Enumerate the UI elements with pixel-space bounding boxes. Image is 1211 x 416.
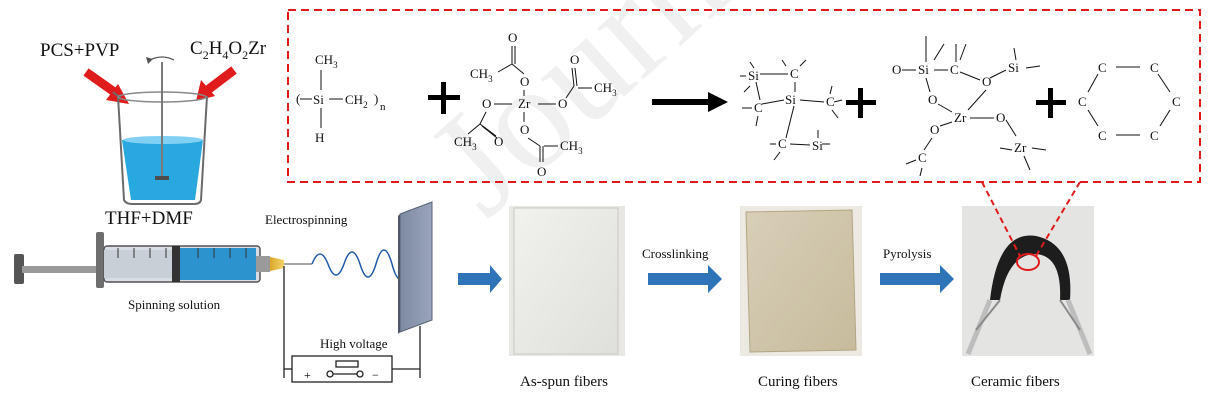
pyrolysis-label: Pyrolysis [883,246,932,261]
svg-text:C: C [1078,94,1087,109]
ceramic-fibers-photo [962,206,1094,356]
svg-text:Si: Si [918,62,929,77]
svg-text:Si: Si [313,92,324,107]
syringe-icon [14,232,312,288]
svg-text:O: O [494,134,503,149]
beaker-icon [112,56,208,205]
zoom-line-right [1035,181,1081,257]
sic-network-structure: Si C Si C C C Si [740,59,843,161]
svg-text:CH3: CH3 [470,66,493,84]
svg-text:O: O [930,122,939,137]
svg-text:Zr: Zr [1014,140,1027,155]
high-voltage-circuit [283,266,421,383]
plus-icon-1 [428,82,460,114]
svg-text:C: C [918,150,927,165]
svg-text:O: O [996,110,1005,125]
positive-terminal: + [304,368,311,382]
spinning-solution-label: Spinning solution [128,297,221,312]
svg-text:C: C [950,62,959,77]
negative-terminal: − [372,368,379,382]
svg-text:O: O [482,96,491,111]
process-arrow-3-icon [880,265,954,293]
svg-text:CH3: CH3 [315,52,338,70]
curing-fibers-photo [740,206,862,356]
plus-icon-3 [1036,88,1066,118]
high-voltage-label: High voltage [320,336,388,351]
plus-icon-2 [846,88,876,118]
as-spun-fibers-label: As-spun fibers [520,374,608,390]
zoom-line-left [981,181,1021,257]
as-spun-fibers-photo [509,206,625,356]
svg-text:Si: Si [785,92,796,107]
reaction-arrow-icon [652,92,728,112]
svg-text:CH3: CH3 [594,80,617,98]
svg-text:C: C [826,94,835,109]
svg-text:): ) [374,91,378,106]
svg-text:O: O [520,122,529,137]
svg-text:C: C [790,66,799,81]
zirconium-acetate-structure: Zr O O CH3 O O CH3 O O CH3 O [454,30,617,179]
svg-text:C: C [754,100,763,115]
svg-text:O: O [520,74,529,89]
sizroc-structure: O Si C Si O O Zr O Zr O C [892,36,1047,177]
svg-text:Si: Si [1008,60,1019,75]
curing-fibers-label: Curing fibers [758,374,838,390]
svg-text:H: H [315,130,324,145]
svg-text:O: O [558,96,567,111]
svg-text:n: n [380,101,386,113]
svg-text:O: O [570,52,579,67]
svg-text:CH3: CH3 [454,134,477,152]
svg-text:O: O [982,74,991,89]
svg-text:C: C [778,136,787,151]
solvent-label: THF+DMF [105,208,193,229]
svg-text:C: C [1098,128,1107,143]
reaction-box [287,9,1201,183]
svg-text:O: O [892,62,901,77]
svg-text:CH2: CH2 [345,92,368,110]
svg-text:Si: Si [812,138,823,153]
svg-text:C: C [1150,60,1159,75]
input-arrow-right-icon [196,66,237,101]
zr-precursor-label: C2H4O2Zr [190,38,267,62]
svg-text:Zr: Zr [954,110,967,125]
pcs-pvp-label: PCS+PVP [40,40,120,61]
pcs-structure: CH3 ( Si CH2 ) n H [296,52,386,145]
process-arrow-2-icon [648,265,722,293]
crosslinking-label: Crosslinking [642,246,709,261]
svg-text:CH3: CH3 [560,138,583,156]
svg-text:O: O [508,30,517,45]
svg-text:O: O [537,164,546,179]
carbon-ring-structure: C C C C C C [1078,60,1181,143]
collector-plate [398,201,433,334]
svg-text:Si: Si [748,68,759,83]
svg-text:C: C [1150,128,1159,143]
ceramic-fibers-label: Ceramic fibers [971,374,1060,390]
svg-text:C: C [1172,94,1181,109]
electrospinning-label: Electrospinning [265,212,348,227]
svg-text:O: O [928,92,937,107]
svg-text:Zr: Zr [518,96,531,111]
fiber-jet-wave [311,249,409,280]
svg-text:C: C [1098,60,1107,75]
svg-text:(: ( [296,91,300,106]
process-arrow-1-icon [458,265,502,293]
